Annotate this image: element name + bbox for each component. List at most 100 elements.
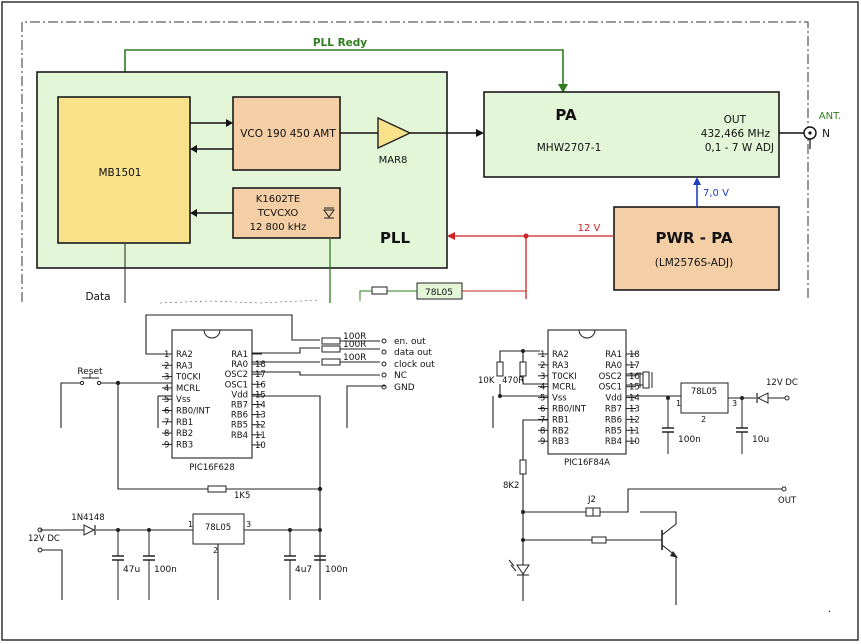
output-resistor — [321, 358, 341, 366]
pin-name: RB6 — [605, 415, 622, 425]
cap-junction — [740, 396, 744, 400]
regulator-left-pin1: 1 — [188, 520, 193, 529]
output-terminal — [381, 338, 387, 344]
pin-number: 18 — [629, 350, 640, 360]
pin-number: 16 — [255, 380, 266, 390]
pin-number: 5 — [540, 394, 545, 404]
pin-name: RB7 — [605, 405, 622, 415]
pin-number: 4 — [164, 384, 169, 394]
capacitor-label: 100n — [154, 565, 177, 575]
reset-switch-icon[interactable] — [79, 374, 102, 386]
resistor-8k2-label: 8K2 — [503, 481, 519, 491]
pa-out-line1: OUT — [724, 114, 747, 126]
pa-out-line2: 432,466 MHz — [701, 128, 771, 140]
data-label: Data — [85, 291, 110, 303]
pin-number: 10 — [255, 441, 266, 451]
pin-number: 3 — [164, 373, 169, 383]
pin-name: MCRL — [176, 384, 200, 394]
output-resistor — [321, 345, 341, 353]
pin-number: 10 — [629, 437, 640, 447]
tcvcxo-line3: 12 800 kHz — [250, 222, 307, 233]
cap-junction — [318, 528, 322, 532]
pin-name: RB6 — [231, 411, 248, 421]
crystal-icon — [323, 207, 335, 219]
pin-name: RA1 — [231, 350, 248, 360]
transistor-base-resistor — [591, 536, 607, 544]
pin-number: 8 — [164, 429, 169, 439]
regulator-right-pin2: 2 — [701, 415, 706, 424]
supply-right-terminal — [784, 395, 790, 401]
out-terminal — [781, 486, 787, 492]
supply-terminal-a — [37, 527, 43, 533]
mb1501-chip — [57, 96, 191, 244]
pin-name: RB5 — [231, 421, 248, 431]
right-caps: 100n 10u — [662, 396, 769, 454]
ra1-wire — [252, 347, 320, 354]
regulator-top-label: 78L05 — [425, 288, 453, 298]
pic16f84a-chip — [547, 329, 627, 455]
pin-number: 6 — [164, 407, 169, 417]
regulator-right-pin3: 3 — [732, 399, 737, 408]
pin-name: Vss — [176, 395, 191, 405]
diode-label: 1N4148 — [71, 513, 104, 523]
regulator-top-resistor — [371, 286, 388, 295]
resistor-470r — [519, 361, 527, 377]
output-label: data out — [394, 348, 432, 358]
pic16f628-right-pins: RA118RA017OSC216OSC115Vdd14RB713RB612RB5… — [225, 350, 266, 451]
rail-7v-label: 7,0 V — [703, 188, 729, 199]
rail-12v-label: 12 V — [578, 223, 601, 234]
pin-name: Vdd — [605, 394, 622, 404]
pin-name: RB1 — [552, 415, 569, 425]
pin-number: 4 — [540, 383, 545, 393]
pin-number: 9 — [540, 437, 545, 447]
pin-number: 7 — [164, 418, 169, 428]
pin-number: 18 — [255, 360, 266, 370]
pin-number: 1 — [540, 350, 545, 360]
pll-label: PLL — [380, 229, 411, 247]
antenna-connector-label: N — [822, 128, 830, 140]
pin-number: 11 — [255, 431, 266, 441]
regulator-left — [192, 513, 245, 545]
tcvcxo-to-chip-arrow — [190, 209, 197, 217]
pwr-pa-block — [613, 206, 780, 291]
pin-name: RB5 — [605, 426, 622, 436]
nc-wire — [252, 371, 380, 376]
pll-ready-label: PLL Redy — [313, 37, 367, 49]
vco-block — [232, 96, 341, 171]
pin-number: 12 — [255, 421, 266, 431]
capacitor-label: 100n — [678, 435, 701, 445]
cap-junction — [147, 528, 151, 532]
transistor-icon — [640, 511, 678, 605]
pin-name: RB0/INT — [176, 407, 211, 417]
tcvcxo-line1: K1602TE — [256, 194, 300, 205]
output-terminal — [381, 372, 387, 378]
pin-name: OSC2 — [225, 370, 248, 380]
pin-name: RB0/INT — [552, 405, 587, 415]
output-terminal — [381, 361, 387, 367]
tcvcxo-line2: TCVCXO — [257, 208, 299, 219]
cap-junction — [666, 396, 670, 400]
mb1501-label: MB1501 — [99, 167, 142, 179]
supply-ground-wire — [42, 549, 63, 600]
supply-label-right: 12V DC — [766, 378, 798, 388]
regulator-right-pin1: 1 — [676, 399, 681, 408]
pin-number: 1 — [164, 350, 169, 360]
mar8-amplifier-icon — [377, 116, 412, 150]
resistor-10k — [496, 361, 504, 377]
amp-to-pa-arrow — [476, 129, 484, 137]
jumper-wire — [523, 488, 782, 513]
pic16f84a-right-pins: 18RA117RA016OSC215OSC114Vdd13RB712RB611R… — [599, 350, 640, 447]
rail-7v-arrow — [693, 177, 701, 185]
output-label: en. out — [394, 337, 426, 347]
pa-title: PA — [555, 106, 577, 124]
capacitor-label: 10u — [752, 435, 769, 445]
rb1-wire — [522, 419, 548, 601]
reset-label: Reset — [77, 367, 103, 377]
regulator-top-ground — [359, 290, 372, 301]
pin-name: RA1 — [605, 350, 622, 360]
pin-number: 5 — [164, 395, 169, 405]
pin-number: 2 — [164, 361, 169, 371]
jumper-j2-icon[interactable] — [585, 507, 601, 517]
